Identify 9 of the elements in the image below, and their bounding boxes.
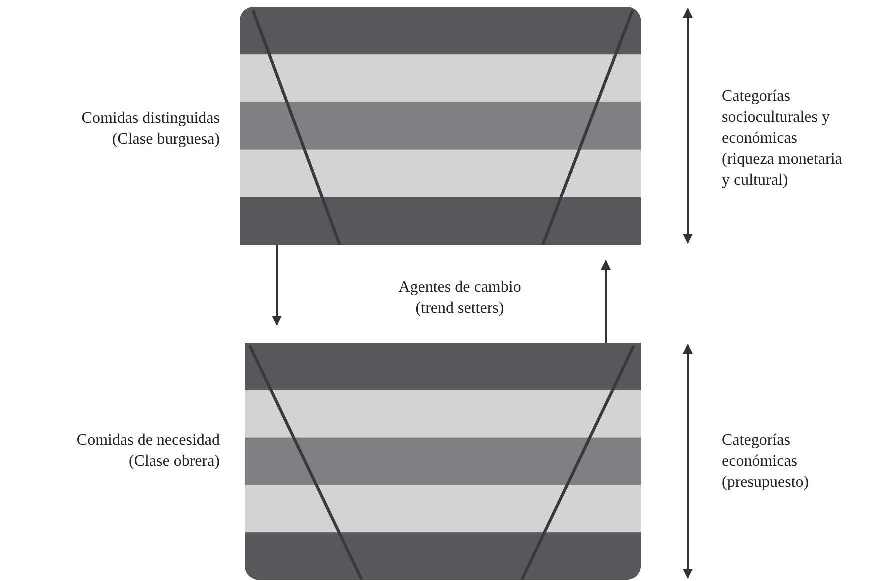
- arrow: [601, 260, 611, 343]
- annotation-text: Categorías socioculturales y económicas (riqueza monetaria y cultural): [722, 87, 844, 191]
- annotation-text: Comidas de necesidad (Clase obrera): [76, 431, 220, 472]
- striped-panel: [240, 7, 641, 245]
- annotation-text: Agentes de cambio (trend setters): [398, 278, 522, 319]
- annotation-text: Categorías económicas (presupuesto): [722, 431, 810, 493]
- striped-panel: [245, 343, 641, 580]
- arrow: [272, 245, 282, 326]
- annotation-text: Comidas distinguidas (Clase burguesa): [80, 109, 220, 150]
